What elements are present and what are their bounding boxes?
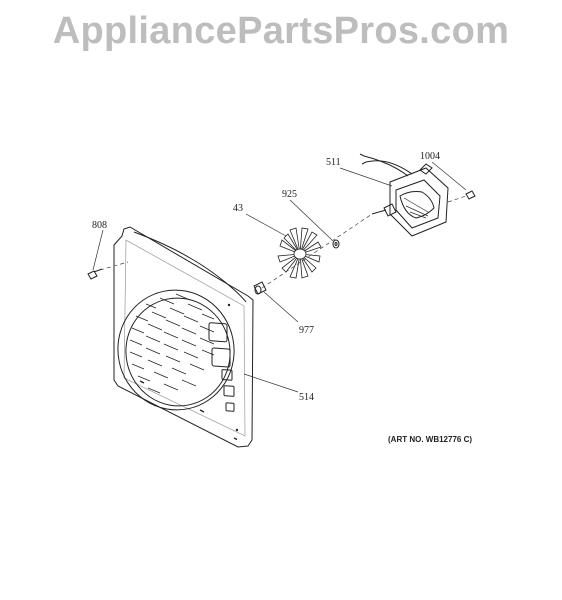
fan-blade <box>277 227 322 279</box>
washer-925 <box>332 239 340 249</box>
fan-motor <box>359 153 449 237</box>
callout-977: 977 <box>299 325 314 336</box>
callout-511: 511 <box>326 157 341 168</box>
callout-925: 925 <box>282 189 297 200</box>
screw-808 <box>87 261 129 280</box>
leader-lines <box>92 161 467 393</box>
callout-43: 43 <box>233 203 243 214</box>
shaft-centerline <box>261 213 373 289</box>
callout-1004: 1004 <box>420 151 440 162</box>
callout-514: 514 <box>299 392 314 403</box>
spacer-977 <box>253 281 267 295</box>
watermark-logo: AppliancePartsPros.com <box>52 10 510 52</box>
callout-808: 808 <box>92 220 107 231</box>
art-number: (ART NO. WB12776 C) <box>388 435 472 444</box>
screw-1004 <box>447 190 476 203</box>
fan-cover-plate <box>113 226 254 448</box>
